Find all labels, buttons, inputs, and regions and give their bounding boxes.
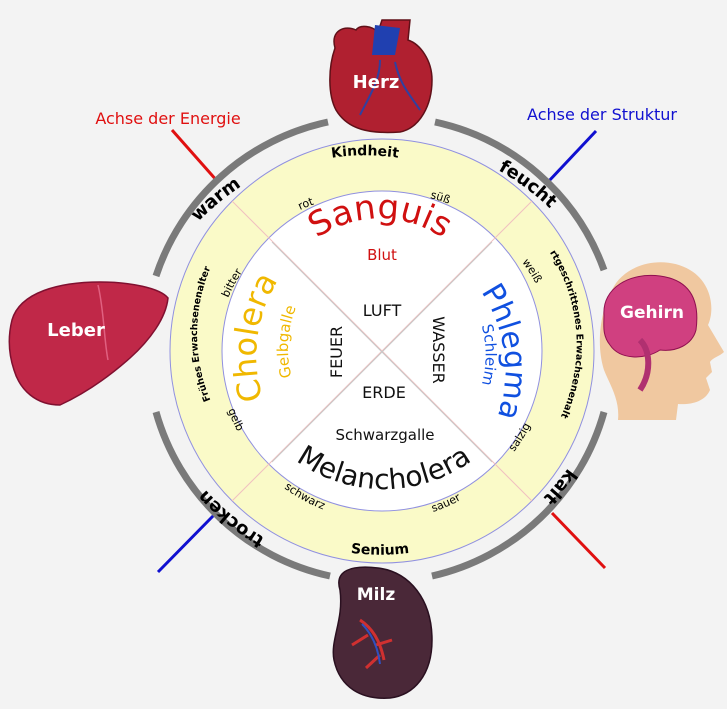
element-wasser: WASSER bbox=[429, 316, 448, 383]
energy-axis-line-bottom bbox=[550, 511, 607, 570]
spleen-icon bbox=[332, 566, 433, 699]
spleen-organ: Milz bbox=[332, 566, 433, 699]
element-erde: ERDE bbox=[362, 383, 406, 402]
humor-schwarzgalle: Schwarzgalle bbox=[335, 426, 434, 444]
age-senium: Senium bbox=[350, 541, 410, 559]
organ-label-herz: Herz bbox=[353, 72, 400, 93]
structure-axis-line-bottom bbox=[156, 513, 216, 574]
age-kindheit: Kindheit bbox=[330, 143, 400, 161]
organ-label-leber: Leber bbox=[47, 320, 105, 341]
energy-axis-label: Achse der Energie bbox=[95, 109, 240, 128]
ring-suess: süß bbox=[429, 188, 452, 206]
humor-schleim: Schleim bbox=[478, 322, 500, 387]
ring-divider-2 bbox=[231, 200, 533, 502]
element-feuer: FEUER bbox=[327, 326, 346, 378]
outer-quality-arcs bbox=[152, 118, 608, 580]
liver-organ: Leber bbox=[8, 281, 169, 406]
structure-axis-label: Achse der Struktur bbox=[527, 105, 677, 124]
structure-axis-line-top bbox=[546, 129, 598, 184]
liver-icon bbox=[8, 281, 169, 406]
element-luft: LUFT bbox=[363, 301, 402, 320]
inner-divider-2 bbox=[271, 241, 493, 463]
brain-icon bbox=[603, 274, 698, 358]
heart-organ: Herz bbox=[329, 19, 433, 134]
organ-label-milz: Milz bbox=[357, 585, 396, 605]
heart-icon bbox=[329, 19, 433, 134]
organ-label-gehirn: Gehirn bbox=[620, 303, 684, 323]
ring-rot: rot bbox=[296, 195, 316, 213]
humor-blut: Blut bbox=[367, 246, 397, 264]
energy-axis-line-top bbox=[170, 129, 220, 183]
brain-organ: Gehirn bbox=[599, 262, 724, 420]
